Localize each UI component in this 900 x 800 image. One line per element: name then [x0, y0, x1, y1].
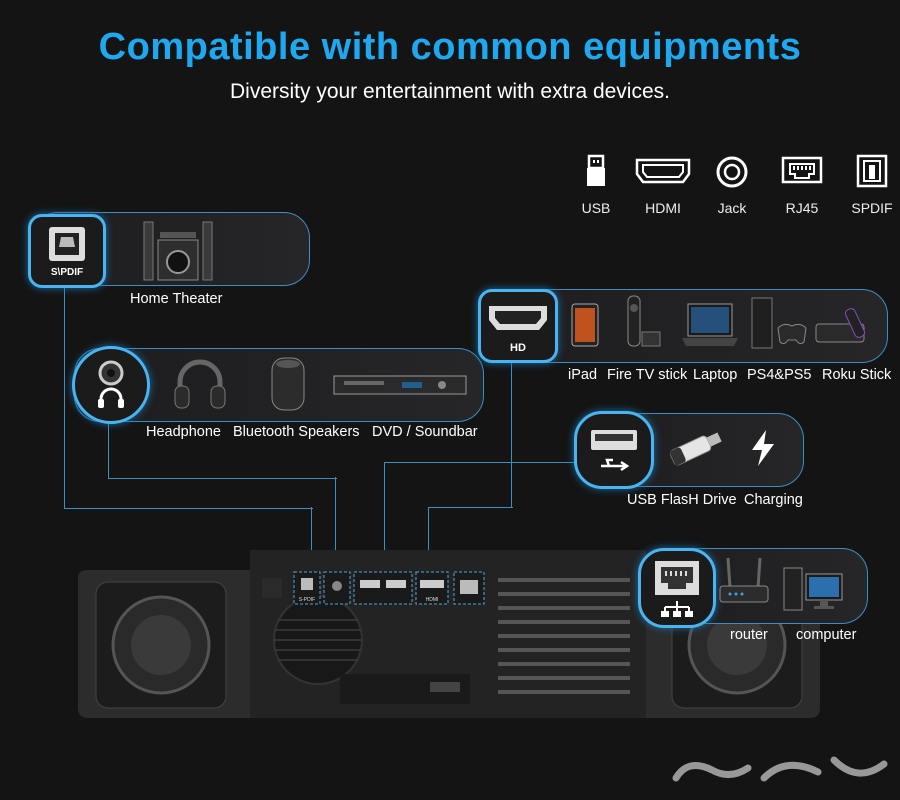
spdif-port-icon	[49, 227, 85, 261]
device-label-fire-tv-stick: Fire TV stick	[607, 367, 688, 383]
spdif-wire	[64, 286, 313, 509]
home-theater-icon	[143, 221, 213, 281]
headphone-icon	[174, 359, 226, 409]
usb-flash-drive-icon	[669, 432, 722, 466]
usb-wire	[384, 462, 578, 575]
device-label-usb-flash-drive: USB FlasH Drive	[627, 492, 737, 508]
ipad-icon	[571, 303, 599, 347]
legend-label: RJ45	[785, 200, 819, 216]
device-label-bluetooth-speakers: Bluetooth Speakers	[233, 424, 360, 440]
projector-port-hdmi-label: HDMI	[425, 597, 439, 603]
device-label-ipad: iPad	[568, 367, 598, 383]
jack-port-badge	[72, 346, 150, 424]
page-title: Compatible with common equipments	[98, 26, 802, 68]
device-label-router: router	[730, 627, 768, 643]
legend-spdif: SPDIF	[832, 152, 900, 216]
hdmi-port-text: HD	[510, 342, 526, 354]
legend-usb: USB	[556, 152, 636, 216]
legend-rj45: RJ45	[762, 152, 842, 216]
legend-label: SPDIF	[851, 200, 893, 216]
hdmi-wire	[428, 507, 513, 576]
charging-bolt-icon	[752, 430, 774, 466]
hdmi-port-badge: HD	[478, 289, 558, 363]
device-label-roku-stick: Roku Stick	[822, 367, 892, 383]
audio-jack-icon	[98, 360, 124, 408]
bluetooth-speaker-icon	[271, 357, 305, 411]
playstation-console-icon	[751, 297, 807, 349]
legend-label: Jack	[717, 200, 747, 216]
hdmi-port-icon	[635, 158, 691, 184]
hdmi-port-icon	[489, 306, 547, 330]
legend-label: HDMI	[645, 200, 681, 216]
spdif-port-badge: S\PDIF	[28, 214, 106, 288]
legend-label: USB	[581, 200, 611, 216]
usb-port-icon	[587, 154, 605, 186]
rj45-port-icon	[655, 561, 699, 617]
device-label-dvd-soundbar: DVD / Soundbar	[372, 424, 478, 440]
device-label-charging: Charging	[744, 492, 803, 508]
projector-back-panel: S-PDIF HDMI	[78, 548, 820, 723]
device-label-headphone: Headphone	[146, 424, 221, 440]
router-icon	[719, 557, 769, 603]
device-label-ps4-ps5: PS4&PS5	[747, 367, 812, 383]
page-subtitle: Diversity your entertainment with extra …	[229, 80, 670, 103]
rj45-port-badge	[638, 548, 716, 628]
spdif-port-text: S\PDIF	[50, 267, 84, 278]
hdmi-wire-rise	[511, 360, 512, 508]
jack-wire-drop	[335, 477, 336, 575]
watermark-logo	[672, 756, 888, 782]
device-label-laptop: Laptop	[693, 367, 738, 383]
legend-jack: Jack	[692, 152, 772, 216]
legend-hdmi: HDMI	[623, 152, 703, 216]
usb-port-badge	[574, 411, 654, 489]
dvd-player-icon	[333, 375, 467, 395]
spdif-wire-drop	[311, 507, 312, 575]
projector-port-spdif-label: S-PDIF	[298, 597, 316, 603]
roku-stick-icon	[815, 308, 866, 343]
usb-port-icon	[591, 430, 637, 472]
jack-wire	[108, 424, 337, 479]
audio-jack-icon	[716, 156, 748, 188]
laptop-icon	[682, 303, 738, 346]
fire-tv-stick-icon	[627, 295, 661, 347]
device-label-home-theater: Home Theater	[130, 291, 223, 307]
spdif-port-icon	[856, 154, 888, 188]
projector-illustration	[78, 550, 820, 718]
computer-icon	[783, 567, 843, 611]
device-label-computer: computer	[796, 627, 857, 643]
rj45-port-icon	[781, 156, 823, 184]
